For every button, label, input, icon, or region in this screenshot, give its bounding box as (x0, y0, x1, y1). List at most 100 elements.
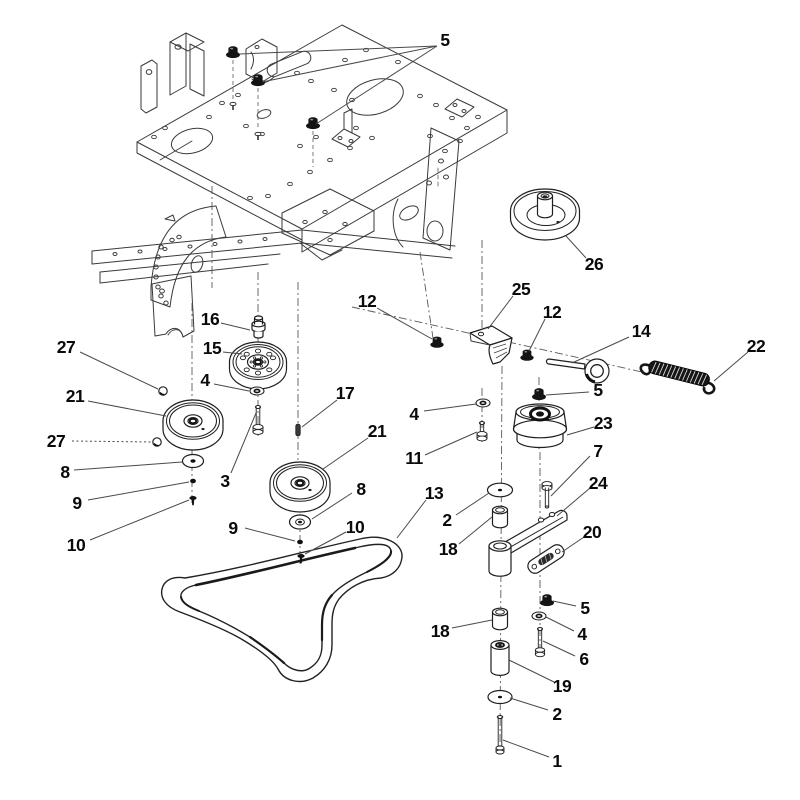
leader-line-24 (556, 487, 591, 517)
callout-label-12-4: 12 (358, 291, 377, 311)
callout-label-18-30: 18 (439, 539, 458, 559)
callout-label-2-29: 2 (442, 510, 452, 530)
callout-label-2-37: 2 (552, 704, 562, 724)
extension-spring-22 (639, 360, 716, 395)
center-lines (191, 186, 643, 753)
callout-label-6-35: 6 (579, 649, 589, 669)
callout-label-10-21: 10 (346, 517, 365, 537)
leader-line-20 (561, 536, 585, 553)
callout-label-5-0: 5 (440, 30, 450, 50)
deck-hole-large (346, 78, 404, 116)
deck-plate (136, 24, 508, 230)
leader-line-3 (230, 412, 257, 474)
bolt-3 (252, 405, 264, 435)
eye-bolt-14 (545, 358, 610, 384)
leader-line-9 (87, 481, 190, 501)
spacer-16 (251, 315, 266, 339)
callout-label-16-2: 16 (201, 309, 220, 329)
leader-line-27 (71, 440, 152, 443)
leader-line-8 (73, 461, 183, 471)
deck-hole-left (170, 127, 214, 155)
bracket-25 (469, 325, 513, 365)
callout-label-19-36: 19 (553, 676, 572, 696)
nut-12-left (430, 336, 444, 348)
frame-rails (91, 229, 456, 284)
callout-label-21-10: 21 (66, 386, 85, 406)
center-support (281, 188, 375, 261)
plate-20 (527, 544, 565, 574)
deck-bracket-tall-left (169, 32, 205, 97)
callout-label-14-7: 14 (632, 321, 651, 341)
callout-label-11-24: 11 (405, 448, 423, 468)
bolt-tip-icon (229, 101, 237, 111)
leader-line-17 (301, 399, 338, 428)
callout-label-4-33: 4 (577, 624, 587, 644)
leader-line-10 (89, 499, 190, 541)
deck-nuts-item5 (226, 46, 320, 167)
leader-line-25 (487, 295, 514, 330)
screw-10-left (189, 496, 197, 506)
washer-8-middle (288, 514, 312, 530)
callout-label-9-13: 9 (72, 493, 82, 513)
leader-line-5 (552, 600, 577, 607)
leader-line-21 (87, 400, 167, 417)
frame-chassis (91, 24, 508, 338)
deck-bracket-far-right (444, 98, 475, 118)
idler-arm-24 (488, 509, 568, 577)
deck-holes (151, 47, 481, 201)
leader-line-8 (311, 492, 353, 520)
leader-line-22 (713, 351, 749, 382)
callout-label-10-14: 10 (67, 535, 86, 555)
callout-label-18-34: 18 (431, 621, 450, 641)
callout-label-15-3: 15 (203, 338, 222, 358)
leader-line-5 (239, 45, 438, 55)
leader-line-4 (545, 616, 575, 632)
callout-label-8-12: 8 (60, 462, 70, 482)
pulley-26 (509, 188, 581, 241)
leader-line-15 (222, 351, 243, 355)
ball-27-top (158, 386, 168, 396)
flange-nut-5a (226, 46, 240, 59)
washer-2-top (486, 482, 514, 498)
callout-label-20-31: 20 (583, 522, 602, 542)
leader-line-27 (79, 351, 159, 390)
hanger-bracket (151, 275, 195, 338)
callout-label-1-38: 1 (552, 751, 562, 771)
callout-label-13-22: 13 (425, 483, 444, 503)
washer-2-bottom (487, 689, 513, 705)
leader-line-9 (244, 527, 296, 542)
leader-line-18 (458, 516, 493, 545)
leader-line-2 (455, 492, 490, 516)
callout-label-21-18: 21 (368, 421, 387, 441)
leader-line-19 (508, 659, 555, 683)
pulley-15 (228, 341, 288, 390)
callout-label-27-11: 27 (47, 431, 65, 451)
right-support (392, 127, 460, 251)
deck-bracket-right-mid (331, 108, 361, 148)
leader-line-5 (315, 45, 438, 125)
callout-label-4-23: 4 (409, 404, 419, 424)
bolt-tip-icon (254, 131, 262, 141)
bolt-11 (476, 421, 488, 442)
washer-4-mid (475, 398, 491, 408)
leader-line-2 (509, 697, 549, 711)
callout-label-23-26: 23 (594, 413, 613, 433)
pulley-21-middle (269, 461, 331, 513)
callout-label-7-27: 7 (593, 441, 602, 461)
sector-plate (150, 205, 227, 308)
pulley-23 (512, 403, 568, 449)
leader-line-11 (424, 431, 478, 456)
leader-line-10 (304, 531, 347, 555)
leader-line-4 (213, 383, 250, 392)
flange-nut-5-above-23 (532, 388, 546, 401)
leader-line-18 (451, 619, 493, 629)
washer-4-left (249, 386, 265, 396)
leader-line-4 (423, 403, 477, 412)
leader-line-16 (220, 322, 251, 331)
leader-line-21 (322, 437, 369, 470)
leader-line-13 (396, 499, 427, 539)
callout-label-4-15: 4 (200, 370, 210, 390)
callout-label-17-17: 17 (336, 383, 354, 403)
